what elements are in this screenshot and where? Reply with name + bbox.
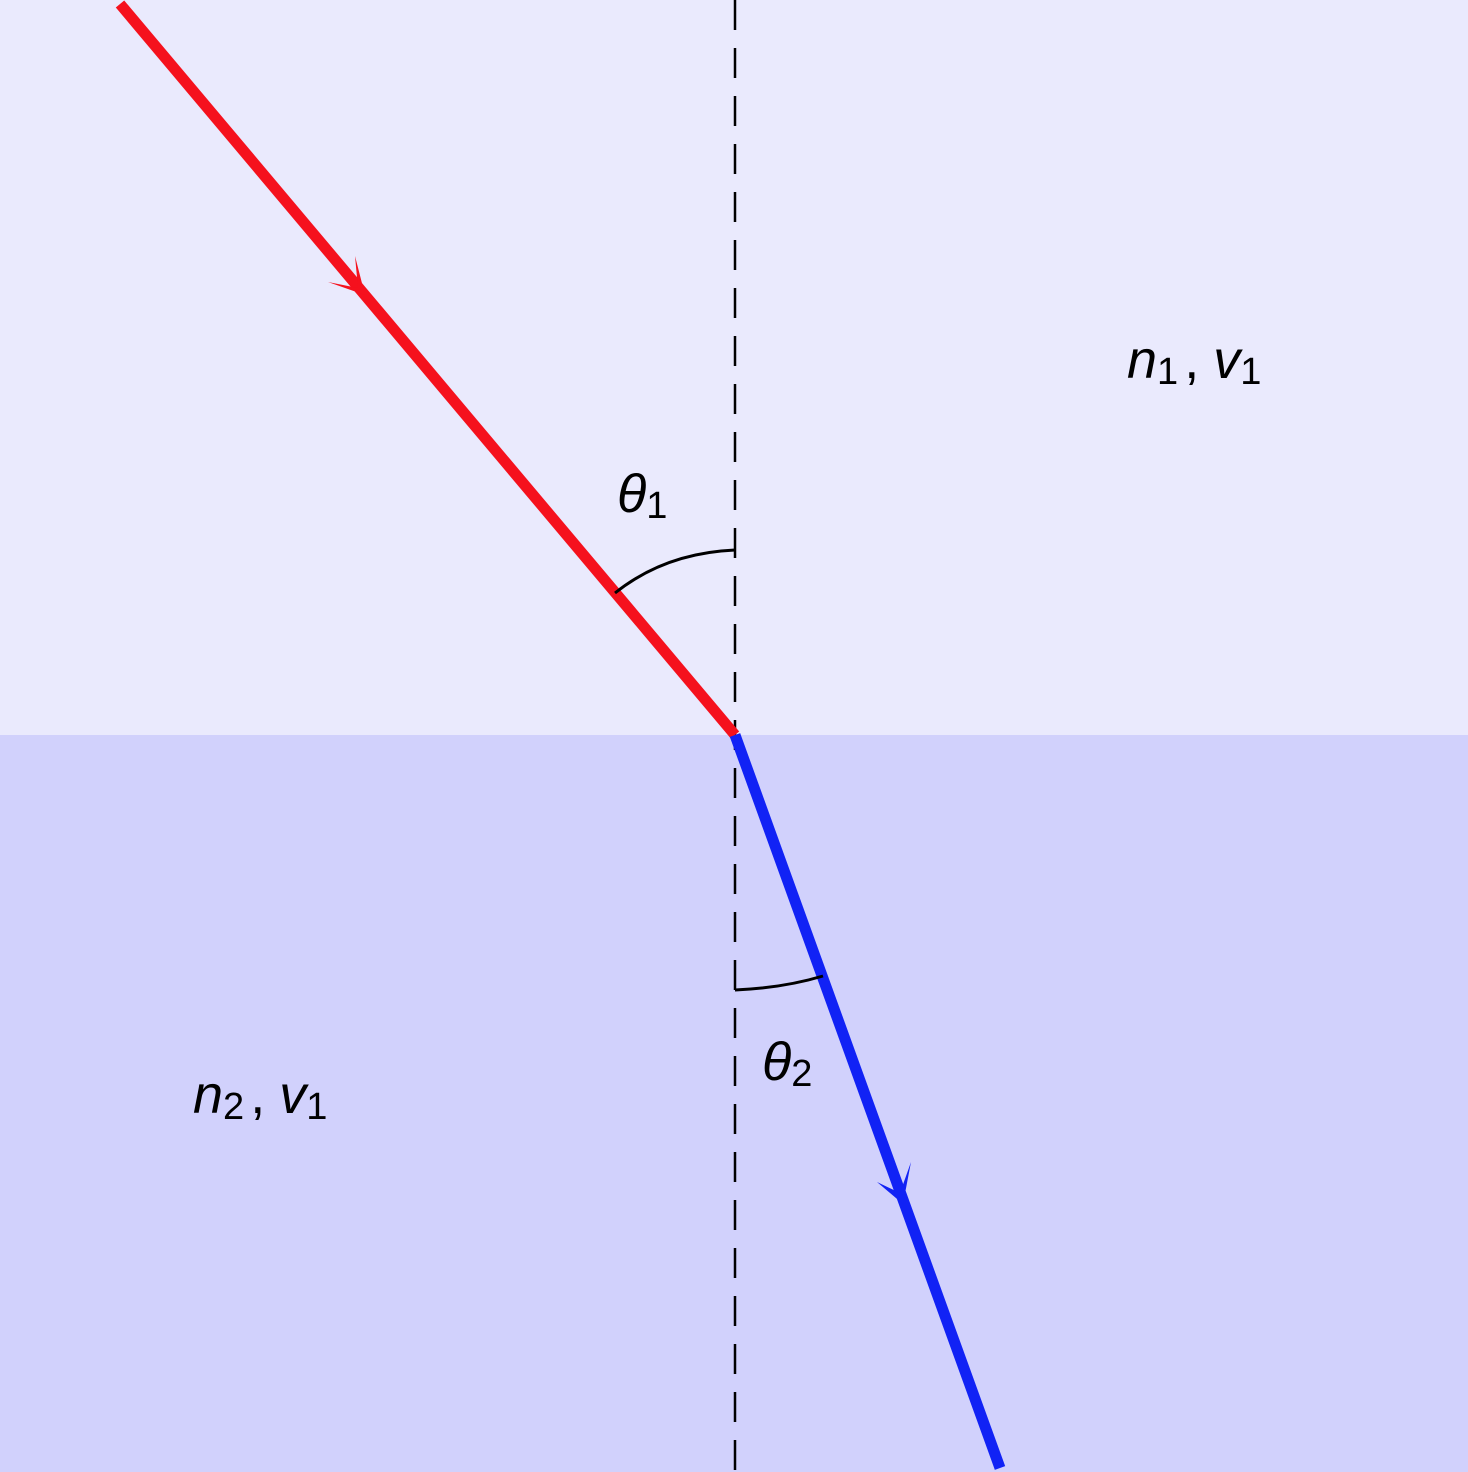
incident-ray-arrowhead (328, 256, 365, 295)
theta1-arc (614, 548, 736, 595)
theta2-label: θ2 (762, 1032, 812, 1095)
theta1-label: θ1 (617, 464, 667, 527)
theta2-arc (734, 974, 824, 992)
incident-ray (115, 0, 740, 739)
refracted-ray (729, 733, 1006, 1470)
refracted-ray-arrowhead (877, 1162, 911, 1204)
medium1-label: n1,v1 (1127, 330, 1261, 393)
medium2-label: n2,v1 (193, 1065, 327, 1128)
